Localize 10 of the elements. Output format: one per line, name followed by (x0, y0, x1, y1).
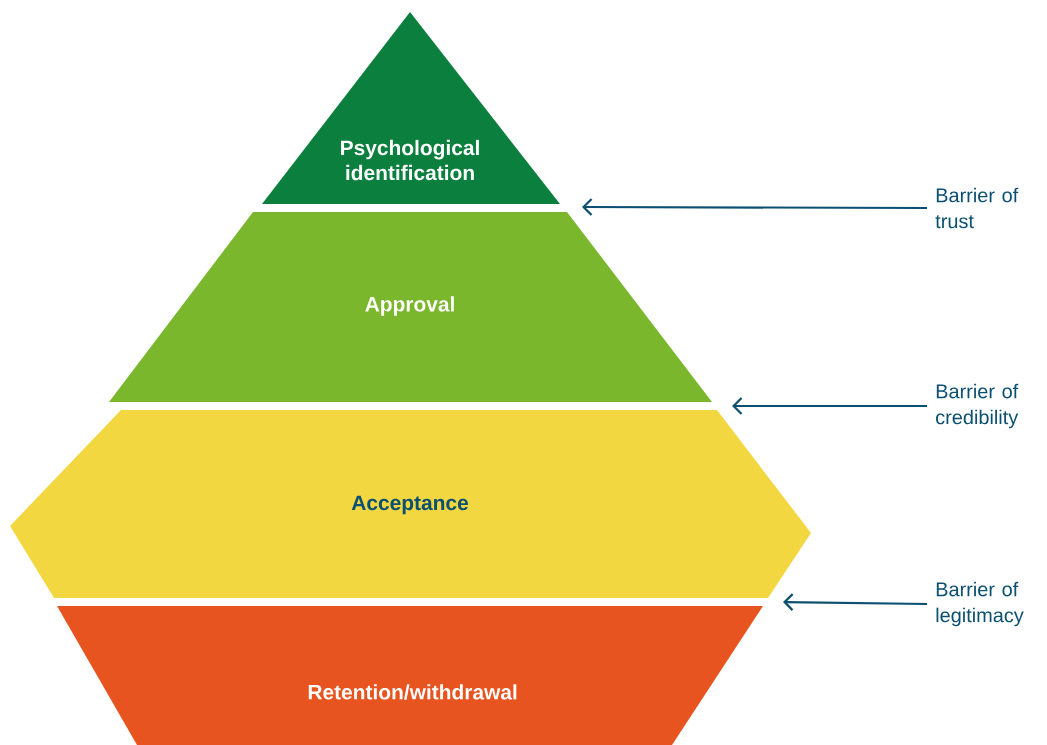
barrier-label: Barrier of credibility (936, 383, 1019, 429)
arrow (732, 397, 927, 415)
pyramid-tier: Psychological identification (262, 12, 560, 204)
arrow (783, 593, 927, 611)
barrier-label: Barrier of legitimacy (936, 581, 1024, 627)
pyramid-tier: Approval (109, 212, 712, 402)
pyramid-tier: Retention/withdrawal (57, 606, 763, 745)
barrier-label: Barrier of trust (935, 187, 1019, 229)
arrow (582, 198, 927, 216)
pyramid-tier: Acceptance (10, 410, 811, 598)
